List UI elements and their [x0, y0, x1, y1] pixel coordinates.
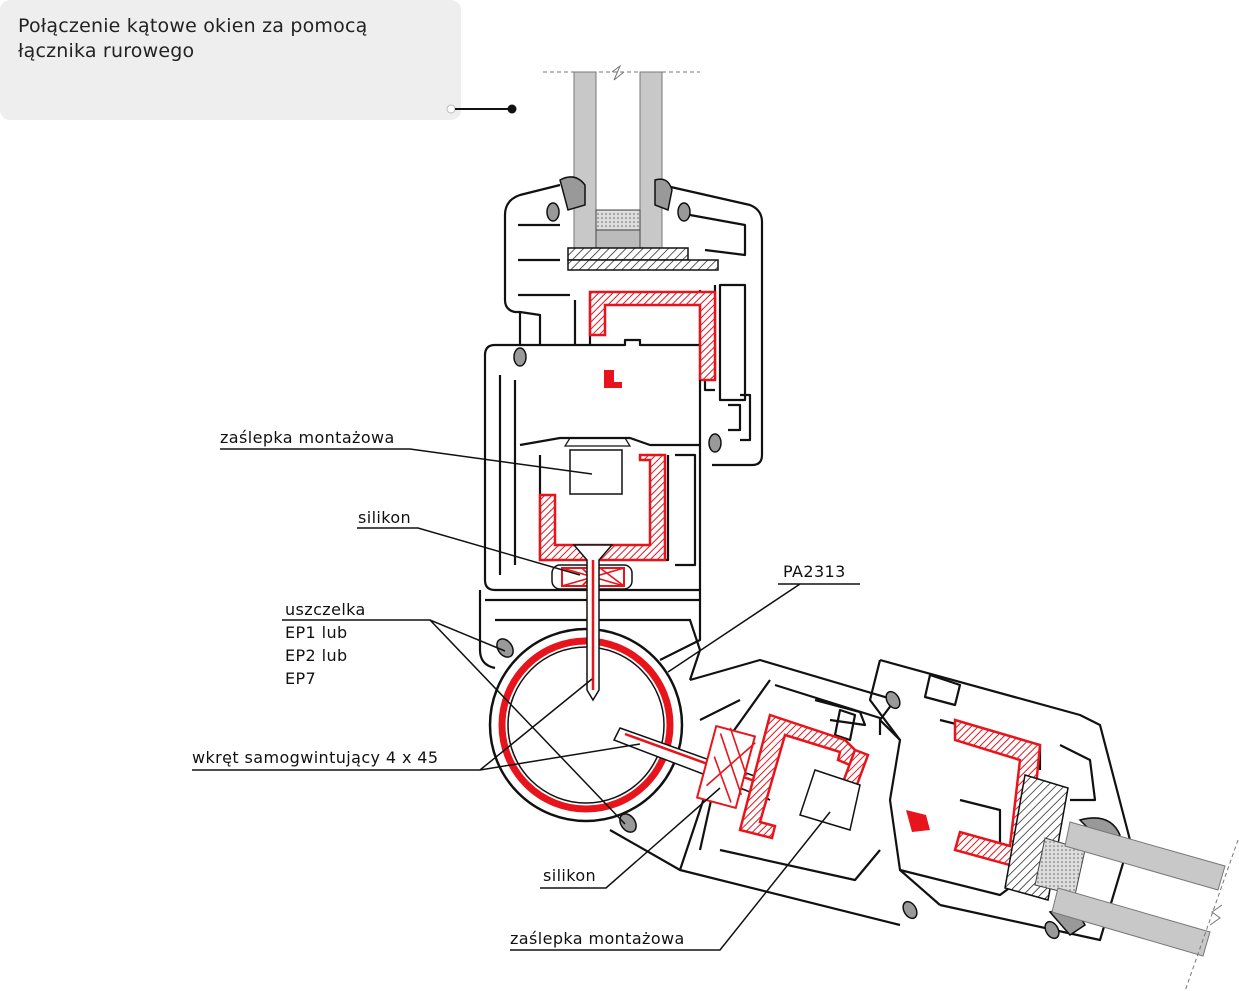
screw-vertical [572, 544, 614, 702]
label-silicone-bottom: silikon [543, 866, 597, 885]
label-gasket: uszczelka EP1 lub EP2 lub EP7 [285, 600, 366, 688]
label-self-tapping-screw: wkręt samogwintujący 4 x 45 [192, 748, 439, 767]
leader-uszczelka [282, 619, 626, 825]
top-frame-steel [538, 453, 667, 562]
leader-silikon-bottom [540, 787, 721, 889]
top-steel-reinforcement [588, 290, 717, 388]
label-mounting-plug-bottom: zaślepka montażowa [510, 929, 685, 948]
label-pa2313: PA2313 [783, 562, 846, 581]
diagram-title: Połączenie kątowe okien za pomocą łączni… [18, 15, 368, 62]
leader-silikon-top [357, 527, 581, 576]
right-glass-pane [1004, 774, 1239, 991]
top-frame-profile [478, 343, 702, 670]
leader-pa2313 [667, 583, 860, 673]
top-gaskets [513, 176, 722, 453]
right-frame-steel [738, 713, 870, 840]
right-mounting-plug [799, 769, 861, 831]
leader-zaslepka-bottom [510, 811, 831, 951]
top-glass-pane [543, 64, 719, 271]
label-silicone-top: silikon [358, 508, 412, 527]
title-box: Połączenie kątowe okien za pomocą łączni… [0, 0, 461, 120]
leader-wkret [192, 678, 641, 771]
right-silicone-block [695, 724, 757, 810]
top-mounting-plug [563, 437, 632, 495]
title-connector [446, 104, 517, 114]
leader-zaslepka-top [220, 448, 593, 475]
leader-lines [192, 448, 860, 951]
label-mounting-plug-top: zaślepka montażowa [220, 428, 395, 447]
